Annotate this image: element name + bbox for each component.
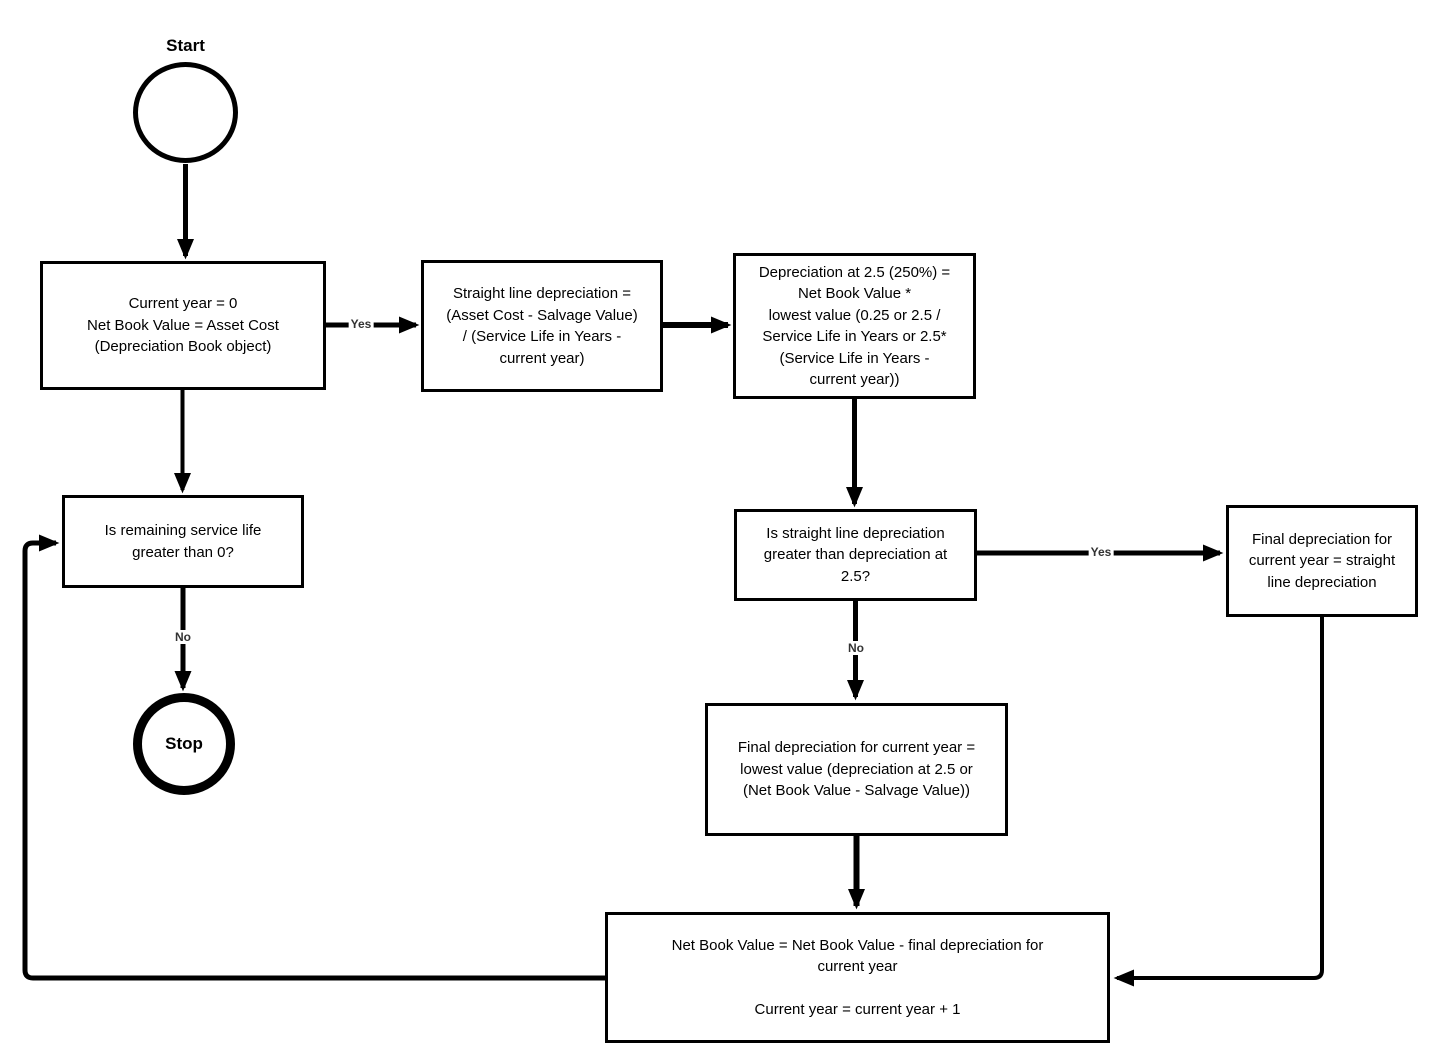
connector-update-loop-to-remaining-check	[22, 534, 605, 981]
update-box: Net Book Value = Net Book Value - final …	[605, 912, 1110, 1043]
remaining-life-decision: Is remaining service life greater than 0…	[62, 495, 304, 588]
connector-final-straight-to-update	[1113, 617, 1324, 987]
straight-vs-250-decision: Is straight line depreciation greater th…	[734, 509, 977, 601]
final-lowest-box: Final depreciation for current year = lo…	[705, 703, 1008, 836]
final-straight-box: Final depreciation for current year = st…	[1226, 505, 1418, 617]
init-box: Current year = 0 Net Book Value = Asset …	[40, 261, 326, 390]
stop-node: Stop	[133, 693, 235, 795]
start-node	[133, 62, 238, 163]
edge-label-yes-straight: Yes	[1088, 545, 1114, 559]
edge-label-no-remaining: No	[173, 630, 193, 644]
straight-line-box: Straight line depreciation = (Asset Cost…	[421, 260, 663, 392]
start-label: Start	[166, 36, 205, 55]
depreciation-250-box: Depreciation at 2.5 (250%) = Net Book Va…	[733, 253, 976, 399]
edge-label-yes-init: Yes	[348, 317, 374, 331]
edge-label-no-straight: No	[846, 641, 866, 655]
